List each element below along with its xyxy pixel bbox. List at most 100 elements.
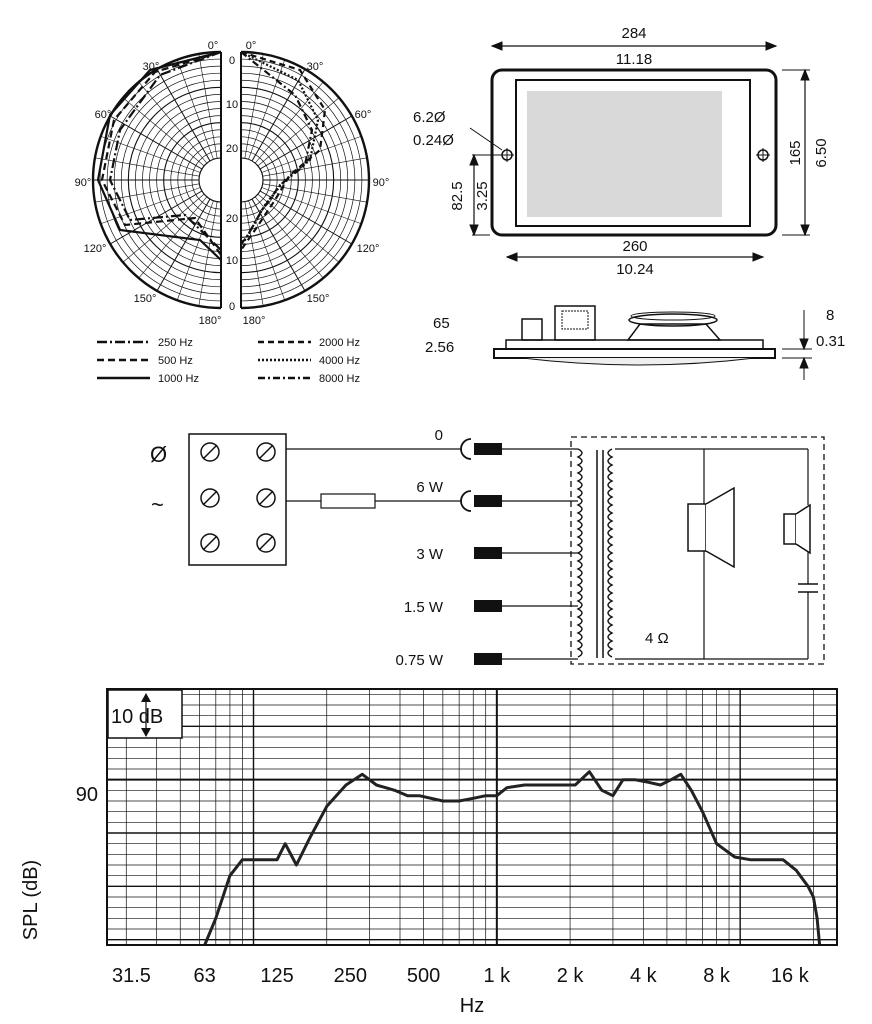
- y-reference-label: 90: [76, 784, 98, 806]
- polar-spoke: [259, 190, 353, 245]
- chart-grid: [107, 689, 837, 945]
- polar-spoke: [156, 198, 211, 292]
- level-label: 20: [226, 143, 238, 155]
- polar-spoke: [94, 157, 200, 177]
- scale-label: 10 dB: [111, 706, 163, 728]
- thick-in: 0.31: [816, 333, 845, 350]
- angle-label: 60°: [355, 109, 372, 121]
- x-tick-label: 500: [407, 965, 440, 987]
- polar-spoke: [261, 135, 362, 173]
- polar-spoke: [122, 193, 205, 263]
- inner-mm: 260: [622, 238, 647, 255]
- x-tick-label: 1 k: [483, 965, 511, 987]
- x-tick-label: 31.5: [112, 965, 151, 987]
- x-tick-label: 2 k: [557, 965, 585, 987]
- angle-label: 150°: [134, 293, 157, 305]
- polar-spoke: [176, 59, 214, 160]
- side-view-drawing: [493, 305, 812, 380]
- hole-mm: 6.2Ø: [413, 109, 446, 126]
- angle-label: 60°: [95, 109, 112, 121]
- phase-symbol: Ø: [150, 442, 167, 467]
- x-tick-label: 16 k: [771, 965, 810, 987]
- polar-spoke: [254, 196, 324, 279]
- legend-label: 8000 Hz: [319, 373, 360, 385]
- wiring-diagram: [188, 433, 825, 665]
- frequency-response-chart: 31.5 63 125 250 500 1 k 2 k 4 k 8 k 16 k 10 dB 90…: [20, 688, 838, 1017]
- response-curve: [203, 770, 822, 946]
- width-mm: 284: [621, 25, 646, 42]
- polar-left-half: [91, 50, 222, 310]
- width-in: 11.18: [616, 51, 652, 68]
- polar-right-half: [240, 50, 371, 310]
- impedance-label: 4 Ω: [645, 630, 669, 647]
- polar-spoke: [262, 183, 368, 203]
- polar-spoke: [251, 198, 306, 292]
- x-axis-label: Hz: [460, 995, 484, 1017]
- angle-label: 30°: [307, 61, 324, 73]
- inner-in: 10.24: [616, 261, 654, 278]
- angle-label: 0°: [208, 40, 219, 52]
- depth-in: 2.56: [425, 339, 454, 356]
- x-tick-label: 63: [194, 965, 216, 987]
- tap-label: 3 W: [416, 546, 444, 563]
- tap-label: 0.75 W: [395, 652, 443, 669]
- legend-label: 2000 Hz: [319, 337, 360, 349]
- half-in: 3.25: [474, 181, 491, 210]
- polar-spoke: [138, 81, 208, 164]
- polar-legend: [97, 340, 311, 380]
- level-label: 0: [229, 301, 235, 313]
- height-in: 6.50: [813, 138, 830, 167]
- polar-spoke: [94, 183, 200, 203]
- polar-spoke: [262, 157, 368, 177]
- legend-label: 250 Hz: [158, 337, 193, 349]
- angle-label: 120°: [84, 243, 107, 255]
- polar-spoke: [251, 68, 306, 162]
- angle-label: 180°: [243, 315, 266, 327]
- x-tick-label: 125: [260, 965, 293, 987]
- polar-spoke: [176, 200, 214, 301]
- angle-label: 90°: [373, 177, 390, 189]
- polar-spoke: [248, 59, 286, 160]
- level-label: 10: [226, 255, 238, 267]
- thick-mm: 8: [826, 307, 834, 324]
- tap-label: 6 W: [416, 479, 444, 496]
- x-tick-label: 250: [334, 965, 367, 987]
- legend-label: 4000 Hz: [319, 355, 360, 367]
- polar-spoke: [248, 200, 286, 301]
- polar-spoke: [156, 68, 211, 162]
- level-label: 10: [226, 99, 238, 111]
- polar-spoke: [109, 115, 203, 170]
- polar-trace: [108, 50, 222, 251]
- polar-spoke: [259, 115, 353, 170]
- polar-diagram: 0° 30° 60° 90° 120° 150° 180° 0° 30° 60°…: [75, 40, 390, 327]
- legend-label: 1000 Hz: [158, 373, 199, 385]
- polar-spoke: [254, 81, 324, 164]
- tap-label: 0: [435, 427, 443, 444]
- x-tick-labels: 31.5 63 125 250 500 1 k 2 k 4 k 8 k 16 k: [112, 965, 810, 987]
- level-label: 0: [229, 55, 235, 67]
- angle-label: 150°: [307, 293, 330, 305]
- polar-trace: [100, 50, 222, 256]
- depth-mm: 65: [433, 315, 450, 332]
- front-view-drawing: [469, 41, 810, 262]
- polar-trace: [240, 51, 314, 243]
- angle-label: 90°: [75, 177, 92, 189]
- polar-spoke: [122, 97, 205, 167]
- x-tick-label: 8 k: [703, 965, 731, 987]
- polar-spoke: [244, 201, 264, 307]
- angle-label: 30°: [143, 61, 160, 73]
- polar-spoke: [100, 187, 201, 225]
- angle-label: 0°: [246, 40, 257, 52]
- legend-label: 500 Hz: [158, 355, 193, 367]
- tap-label: 1.5 W: [404, 599, 444, 616]
- polar-trace: [96, 50, 222, 261]
- y-axis-label: SPL (dB): [20, 860, 42, 940]
- level-label: 20: [226, 213, 238, 225]
- ac-symbol: ~: [151, 492, 164, 517]
- x-tick-label: 4 k: [630, 965, 658, 987]
- polar-spoke: [198, 201, 218, 307]
- polar-spoke: [198, 53, 218, 159]
- angle-label: 180°: [199, 315, 222, 327]
- hole-in: 0.24Ø: [413, 132, 454, 149]
